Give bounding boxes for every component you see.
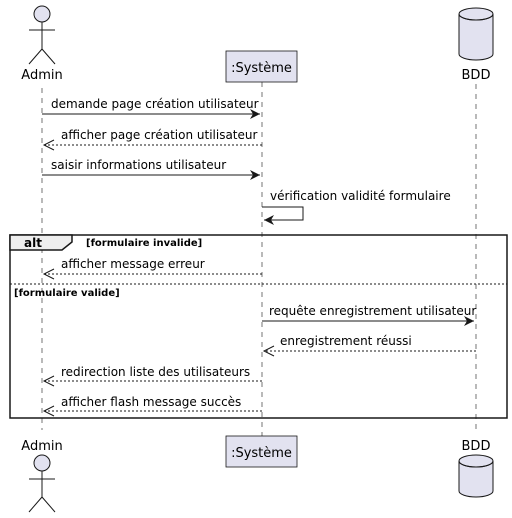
open-arrowhead-icon: [42, 405, 55, 417]
actor-admin-top: Admin: [21, 5, 63, 83]
message-label-8: redirection liste des utilisateurs: [61, 365, 250, 379]
database-icon: [458, 14, 494, 61]
database-bdd-bottom: BDD: [458, 439, 494, 498]
database-bdd-label-bottom: BDD: [462, 439, 491, 454]
participant-box: [225, 435, 298, 468]
message-label-6: requête enregistrement utilisateur: [269, 304, 476, 318]
actor-admin-label-top: Admin: [21, 68, 62, 83]
open-arrowhead-icon: [42, 268, 55, 280]
database-icon: [458, 461, 494, 498]
actor-admin-label-bottom: Admin: [21, 439, 62, 454]
open-arrowhead-icon: [42, 375, 55, 387]
database-bdd-top: BDD: [458, 7, 494, 83]
message-label-9: afficher flash message succès: [61, 395, 241, 409]
actor-admin-bottom: Admin: [21, 439, 63, 513]
fragment-keyword: alt: [24, 236, 42, 250]
message-label-3: saisir informations utilisateur: [51, 158, 226, 172]
participant-systeme-top: :Système: [225, 50, 298, 83]
actor-head-icon: [33, 5, 51, 23]
database-bdd-label-top: BDD: [462, 68, 491, 83]
message-label-2: afficher page création utilisateur: [61, 128, 257, 142]
participant-systeme-label-top: :Système: [231, 61, 292, 76]
fragment-tab: [9, 234, 73, 251]
message-arrow-4: [262, 206, 304, 225]
fragment-frame: [9, 234, 508, 419]
participant-systeme-label-bottom: :Système: [231, 446, 292, 461]
participant-box: [225, 50, 298, 83]
message-label-7: enregistrement réussi: [280, 334, 412, 348]
actor-head-icon: [33, 454, 51, 472]
open-arrowhead-icon: [42, 139, 55, 151]
fragment-guard-invalid: [formulaire invalide]: [86, 238, 202, 249]
alt-fragment: alt [formulaire invalide] [formulaire va…: [9, 234, 508, 419]
message-label-1: demande page création utilisateur: [51, 97, 259, 111]
fragment-guard-valid: [formulaire valide]: [14, 288, 120, 299]
message-label-5: afficher message erreur: [61, 257, 205, 271]
open-arrowhead-icon: [262, 345, 275, 357]
message-label-4: vérification validité formulaire: [270, 189, 451, 203]
participant-systeme-bottom: :Système: [225, 435, 298, 468]
